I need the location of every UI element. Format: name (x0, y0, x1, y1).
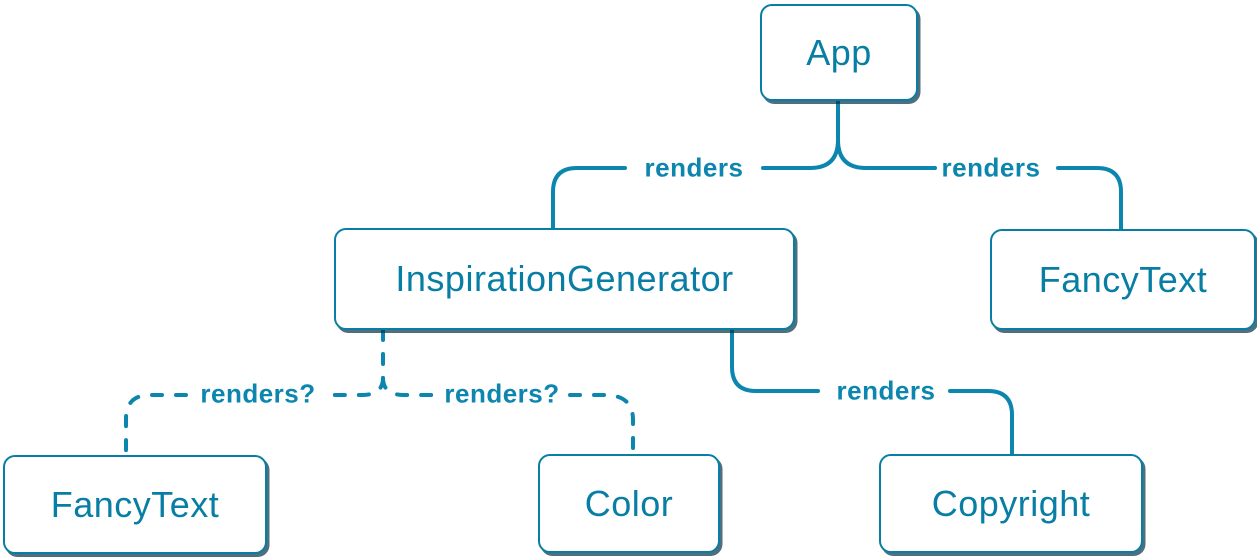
edge-app-fancytext-line (836, 99, 937, 170)
edge-app-inspirationgenerator-line2 (551, 166, 627, 230)
edge-label-app-fancytext: renders (941, 152, 1041, 183)
edge-label-inspirationgenerator-color: renders? (444, 378, 560, 409)
edge-inspirationgenerator-color-line (381, 376, 436, 397)
node-copyright: Copyright (879, 454, 1143, 553)
edge-label-inspirationgenerator-copyright: renders (836, 375, 936, 406)
node-inspiration-generator-label: InspirationGenerator (395, 258, 734, 299)
node-fancy-text-top-label: FancyText (1038, 258, 1208, 300)
edge-label-app-inspirationgenerator: renders (644, 152, 744, 183)
node-fancy-text-bottom-label: FancyText (50, 483, 220, 525)
edge-inspirationgenerator-color-line2 (568, 393, 635, 456)
node-fancy-text-top: FancyText (990, 229, 1256, 330)
node-copyright-label: Copyright (931, 482, 1091, 524)
edge-app-fancytext-line2 (1056, 166, 1123, 231)
edge-inspirationgenerator-fancytext-line2 (124, 393, 188, 457)
node-fancy-text-bottom: FancyText (3, 455, 267, 554)
edge-inspirationgenerator-copyright-line (730, 328, 820, 393)
node-color: Color (538, 454, 720, 553)
edge-inspirationgenerator-copyright-line2 (948, 389, 1014, 456)
node-app: App (760, 4, 918, 101)
edge-app-inspirationgenerator-line (761, 99, 840, 170)
edge-inspirationgenerator-fancytext-line (330, 376, 385, 397)
node-color-label: Color (584, 482, 674, 524)
node-app-label: App (806, 31, 872, 73)
edge-label-inspirationgenerator-fancytext: renders? (200, 378, 316, 409)
node-inspiration-generator: InspirationGenerator (334, 228, 795, 330)
